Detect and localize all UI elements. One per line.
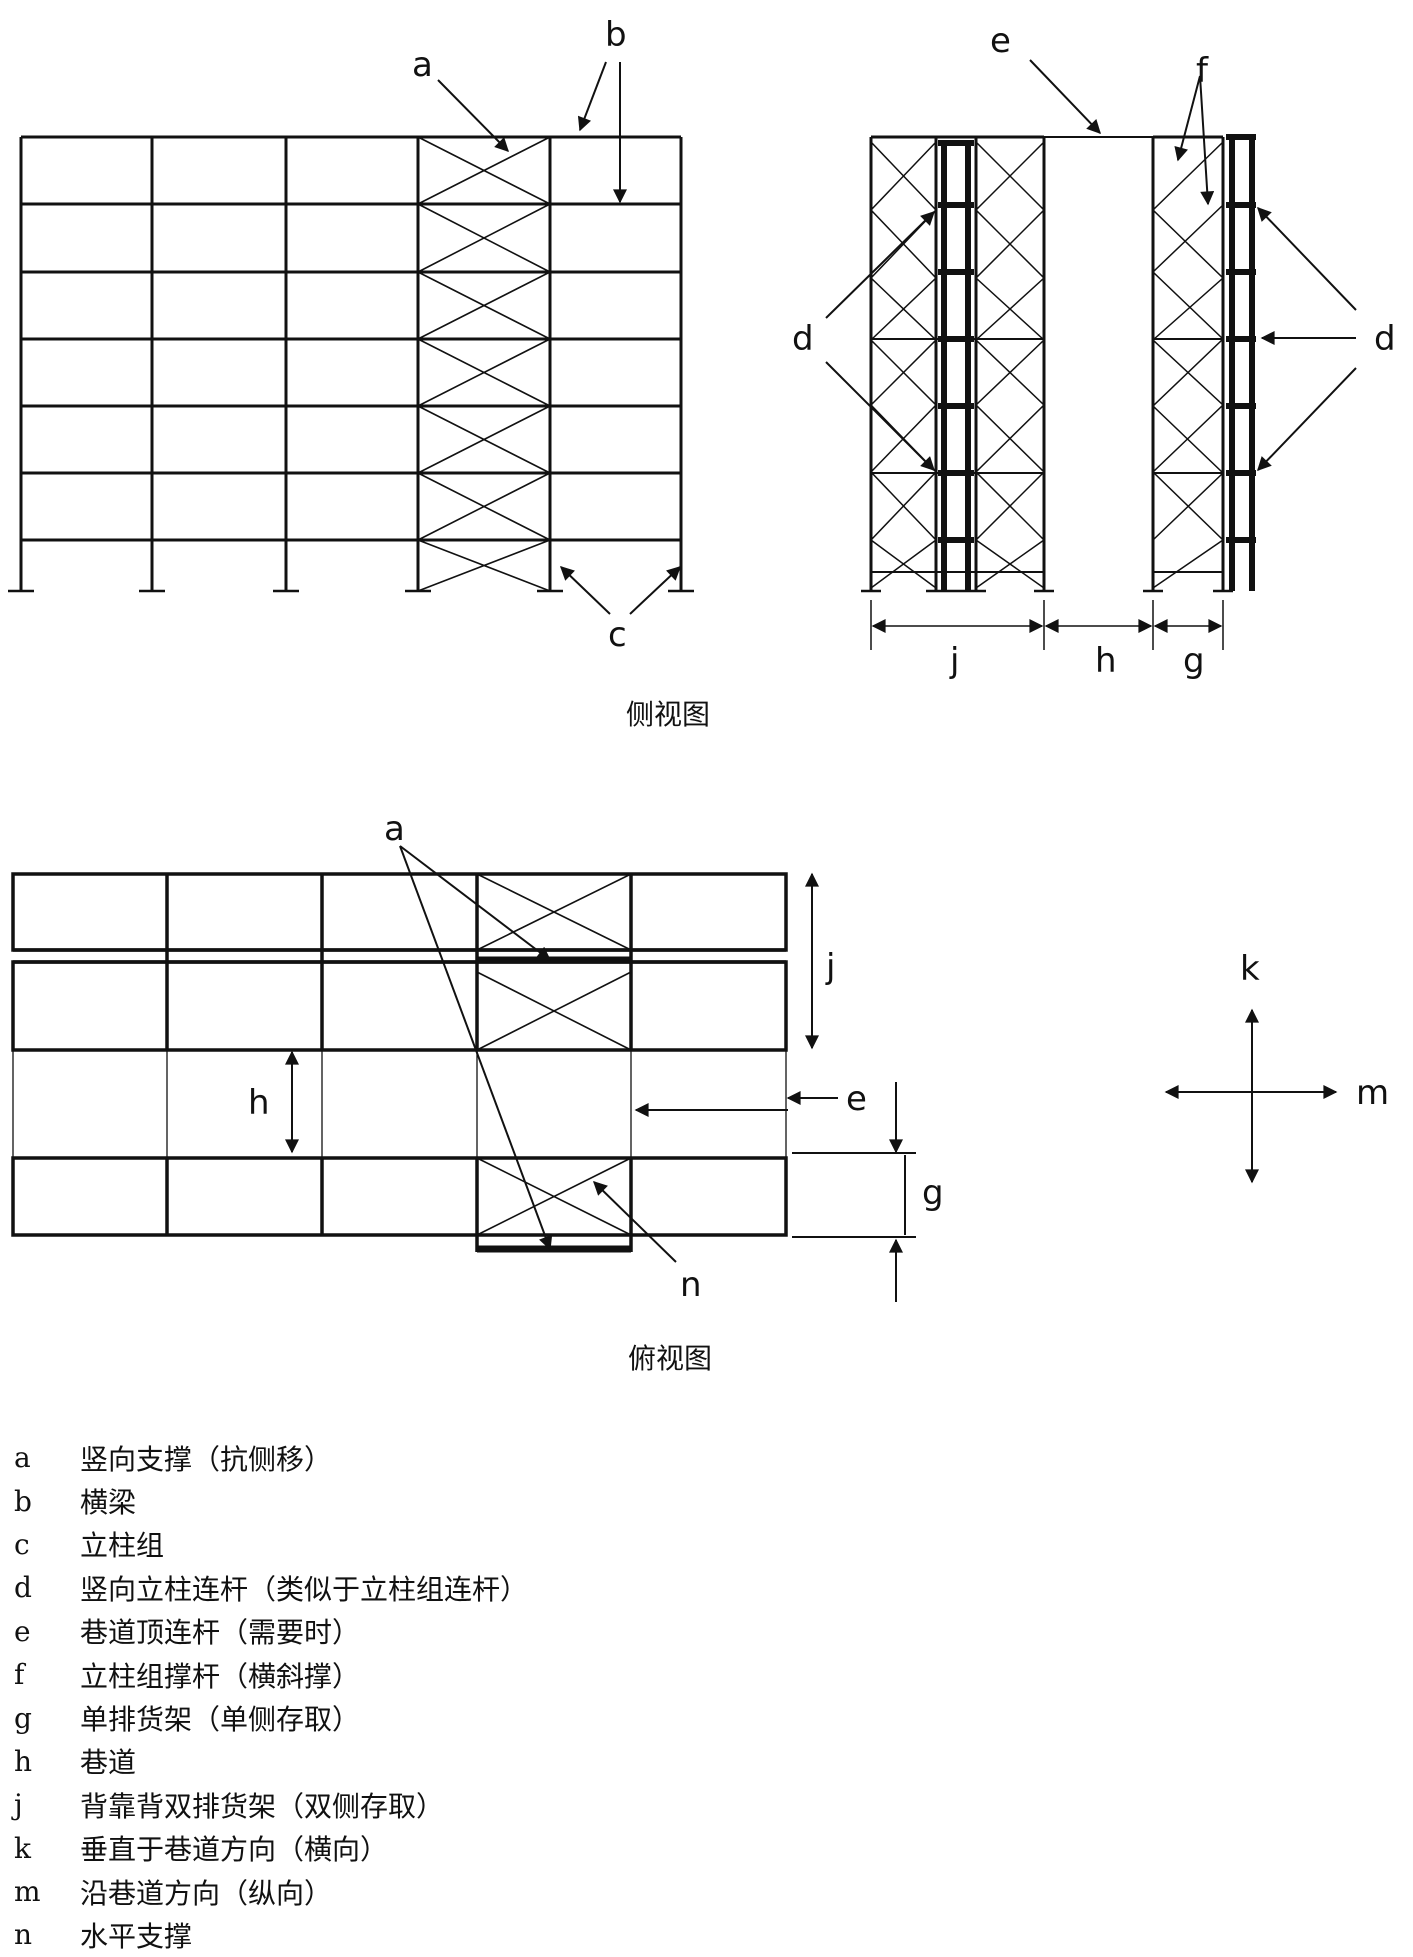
label-d-right: d xyxy=(1374,319,1396,359)
legend-key: b xyxy=(14,1484,32,1518)
legend-description: 立柱组撑杆（横斜撑） xyxy=(80,1659,361,1693)
legend-description: 沿巷道方向（纵向） xyxy=(80,1876,333,1910)
legend-row: k 垂直于巷道方向（横向） xyxy=(14,1827,814,1870)
legend-row: a 竖向支撑（抗侧移） xyxy=(14,1436,814,1479)
legend-key: n xyxy=(14,1918,33,1952)
legend-row: h 巷道 xyxy=(14,1740,814,1783)
legend-description: 立柱组 xyxy=(80,1529,165,1563)
legend-description: 巷道 xyxy=(80,1746,137,1780)
side-view-end-callouts xyxy=(825,59,1357,472)
legend-row: m 沿巷道方向（纵向） xyxy=(14,1870,814,1913)
label-a-top: a xyxy=(384,809,405,849)
label-g-side: g xyxy=(1183,641,1205,681)
legend-row: c 立柱组 xyxy=(14,1523,814,1566)
label-e-top: e xyxy=(846,1079,867,1119)
legend-description: 背靠背双排货架（双侧存取） xyxy=(80,1789,445,1823)
legend-row: b 横梁 xyxy=(14,1479,814,1522)
legend-key: a xyxy=(14,1441,31,1475)
label-g-top: g xyxy=(922,1173,944,1213)
legend-description: 竖向支撑（抗侧移） xyxy=(80,1442,333,1476)
legend-key: g xyxy=(14,1701,32,1735)
legend-row: d 竖向立柱连杆（类似于立柱组连杆） xyxy=(14,1566,814,1609)
legend-key: j xyxy=(14,1788,23,1822)
label-n: n xyxy=(680,1265,702,1305)
legend-key: h xyxy=(14,1744,33,1778)
legend-description: 巷道顶连杆（需要时） xyxy=(80,1616,361,1650)
side-view-front-callouts xyxy=(437,61,682,615)
caption-top-view: 俯视图 xyxy=(628,1342,712,1375)
label-j-side: j xyxy=(949,641,959,681)
legend-row: n 水平支撑 xyxy=(14,1913,814,1956)
top-view xyxy=(11,872,788,1253)
legend-row: g 单排货架（单侧存取） xyxy=(14,1696,814,1739)
legend-row: f 立柱组撑杆（横斜撑） xyxy=(14,1653,814,1696)
legend-description: 竖向立柱连杆（类似于立柱组连杆） xyxy=(80,1572,529,1606)
legend-key: f xyxy=(14,1658,25,1692)
label-h-side: h xyxy=(1095,641,1117,681)
legend-key: d xyxy=(14,1571,32,1605)
legend-key: e xyxy=(14,1614,31,1648)
legend-description: 单排货架（单侧存取） xyxy=(80,1703,361,1737)
dimension-lines-side xyxy=(870,600,1224,650)
side-view-end-elevation xyxy=(861,134,1256,593)
label-c: c xyxy=(608,615,627,655)
legend-key: k xyxy=(14,1831,31,1865)
legend: a 竖向支撑（抗侧移） b 横梁 c 立柱组 d 竖向立柱连杆（类似于立柱组连杆） e 巷道顶连杆… xyxy=(14,1436,814,1957)
caption-side-view: 侧视图 xyxy=(626,698,710,731)
legend-key: c xyxy=(14,1527,30,1561)
legend-description: 横梁 xyxy=(80,1486,137,1520)
legend-row: e 巷道顶连杆（需要时） xyxy=(14,1610,814,1653)
top-view-callouts xyxy=(285,845,1338,1302)
label-b: b xyxy=(605,15,627,55)
legend-description: 水平支撑 xyxy=(80,1919,193,1953)
label-f: f xyxy=(1196,51,1209,91)
label-e-side: e xyxy=(990,21,1011,61)
legend-key: m xyxy=(14,1875,41,1909)
label-h-top: h xyxy=(248,1083,270,1123)
label-d-left: d xyxy=(792,319,814,359)
label-k: k xyxy=(1240,949,1260,989)
label-a-side: a xyxy=(412,45,433,85)
legend-row: j 背靠背双排货架（双侧存取） xyxy=(14,1783,814,1826)
side-view-front-elevation xyxy=(8,135,694,593)
label-m: m xyxy=(1356,1073,1389,1113)
legend-description: 垂直于巷道方向（横向） xyxy=(80,1833,389,1867)
label-j-top: j xyxy=(825,947,835,987)
